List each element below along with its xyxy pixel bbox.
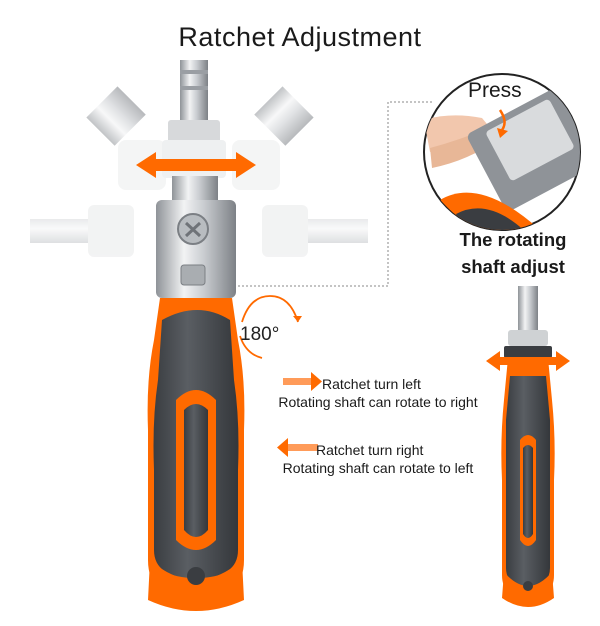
arc-icon [241,295,299,323]
caption-line-1: The rotating [459,229,567,250]
ghost-shafts [30,86,368,257]
legend-item-right: Ratchet turn right Rotating shaft can ro… [258,441,498,477]
page-title: Ratchet Adjustment [178,22,422,52]
main-screwdriver [147,60,245,611]
legend-line-1: Ratchet turn left [322,376,421,392]
small-screwdriver [486,286,570,607]
inset-caption: The rotating shaft adjust [428,226,598,280]
inset-circle [423,73,581,231]
arrow-right-icon [283,372,322,391]
legend-line-1: Ratchet turn right [316,442,424,458]
leader-line [238,101,432,287]
caption-line-2: shaft adjust [461,256,565,277]
rotation-label: 180° [240,324,280,345]
legend-line-2: Rotating shaft can rotate to right [278,394,478,410]
small-rotation-arrow-icon [486,351,570,371]
press-label: Press [468,79,522,102]
legend-item-left: Ratchet turn left Rotating shaft can rot… [258,375,498,411]
arrow-left-icon [277,438,318,457]
rotation-arrow-icon [136,152,256,178]
legend-line-2: Rotating shaft can rotate to left [282,460,474,476]
